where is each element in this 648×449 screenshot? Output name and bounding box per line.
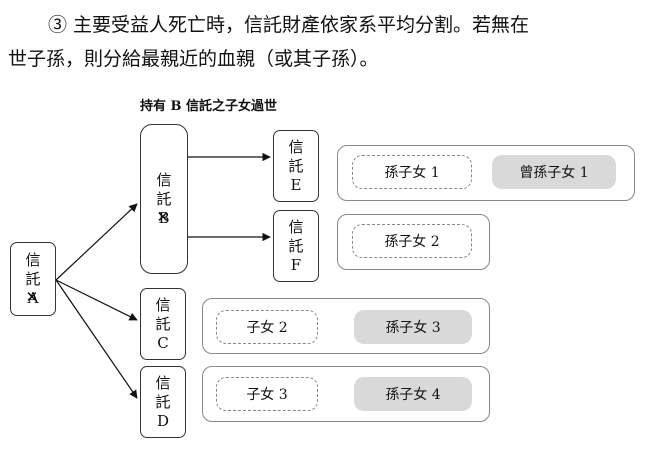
trust-a-crossed-label: A	[26, 288, 39, 308]
trust-b-box: 信 託 B	[140, 124, 188, 274]
trust-d-box: 信 託 D	[140, 366, 186, 438]
grandchild-3-box: 孫子女 3	[354, 310, 472, 344]
trust-a-box: 信 託 A	[10, 242, 56, 316]
arrow-a-to-d	[55, 279, 138, 399]
grandchild-4-box: 孫子女 4	[354, 377, 472, 411]
diagram-caption: 持有 B 信託之子女過世	[140, 99, 278, 114]
arrow-a-to-b	[55, 203, 138, 281]
trust-f-box: 信 託 F	[273, 210, 319, 282]
paragraph-line-1: ③ 主要受益人死亡時，信託財產依家系平均分割。若無在	[48, 14, 530, 36]
arrow-a-to-c	[55, 279, 138, 321]
trust-b-crossed-label: B	[156, 208, 169, 228]
great-grandchild-1-box: 曾孫子女 1	[492, 155, 616, 189]
trust-c-box: 信 託 C	[140, 288, 186, 360]
child-2-box: 子女 2	[216, 310, 318, 344]
child-3-box: 子女 3	[216, 377, 318, 411]
grandchild-1-box: 孫子女 1	[352, 155, 472, 189]
trust-e-box: 信 託 E	[273, 130, 319, 202]
paragraph-line-2: 世子孫，則分給最親近的血親（或其子孫）。	[8, 48, 379, 70]
grandchild-2-box: 孫子女 2	[352, 224, 472, 258]
